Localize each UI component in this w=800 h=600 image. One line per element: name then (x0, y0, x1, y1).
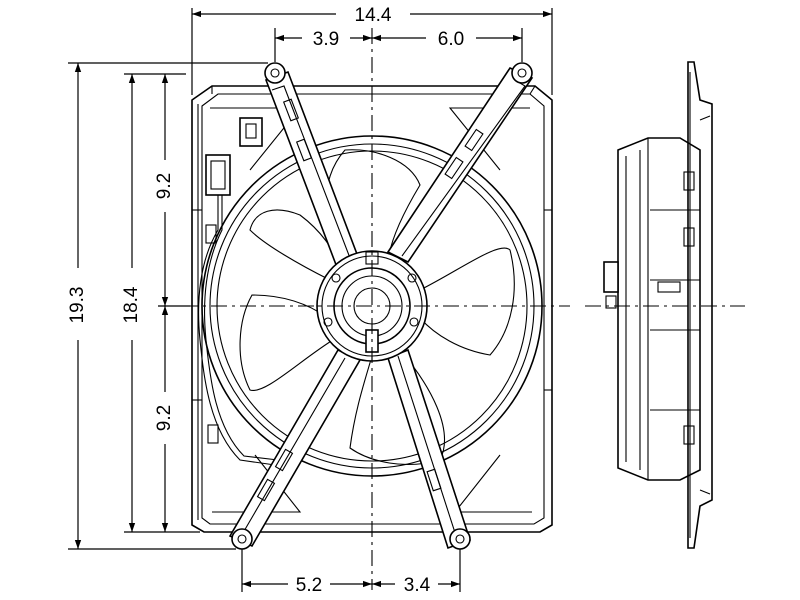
front-view (182, 28, 570, 590)
side-view (585, 61, 745, 549)
dimension-lines (68, 8, 553, 592)
mount-bosses (231, 62, 533, 550)
dim-overall-width: 14.4 (355, 5, 392, 26)
dim-overall-height: 19.3 (67, 287, 88, 324)
dim-bottom-left-offset: 5.2 (296, 575, 322, 596)
dim-lower-half: 9.2 (154, 405, 175, 431)
dim-top-right-offset: 6.0 (438, 29, 464, 50)
dim-upper-half: 9.2 (154, 173, 175, 199)
dim-shroud-height: 18.4 (121, 286, 142, 323)
dim-bottom-right-offset: 3.4 (404, 575, 431, 596)
dimension-labels: 14.4 3.9 6.0 19.3 18.4 9.2 9.2 5.2 3.4 (67, 5, 464, 596)
dim-top-left-offset: 3.9 (313, 29, 339, 50)
wire-connector (198, 117, 279, 466)
